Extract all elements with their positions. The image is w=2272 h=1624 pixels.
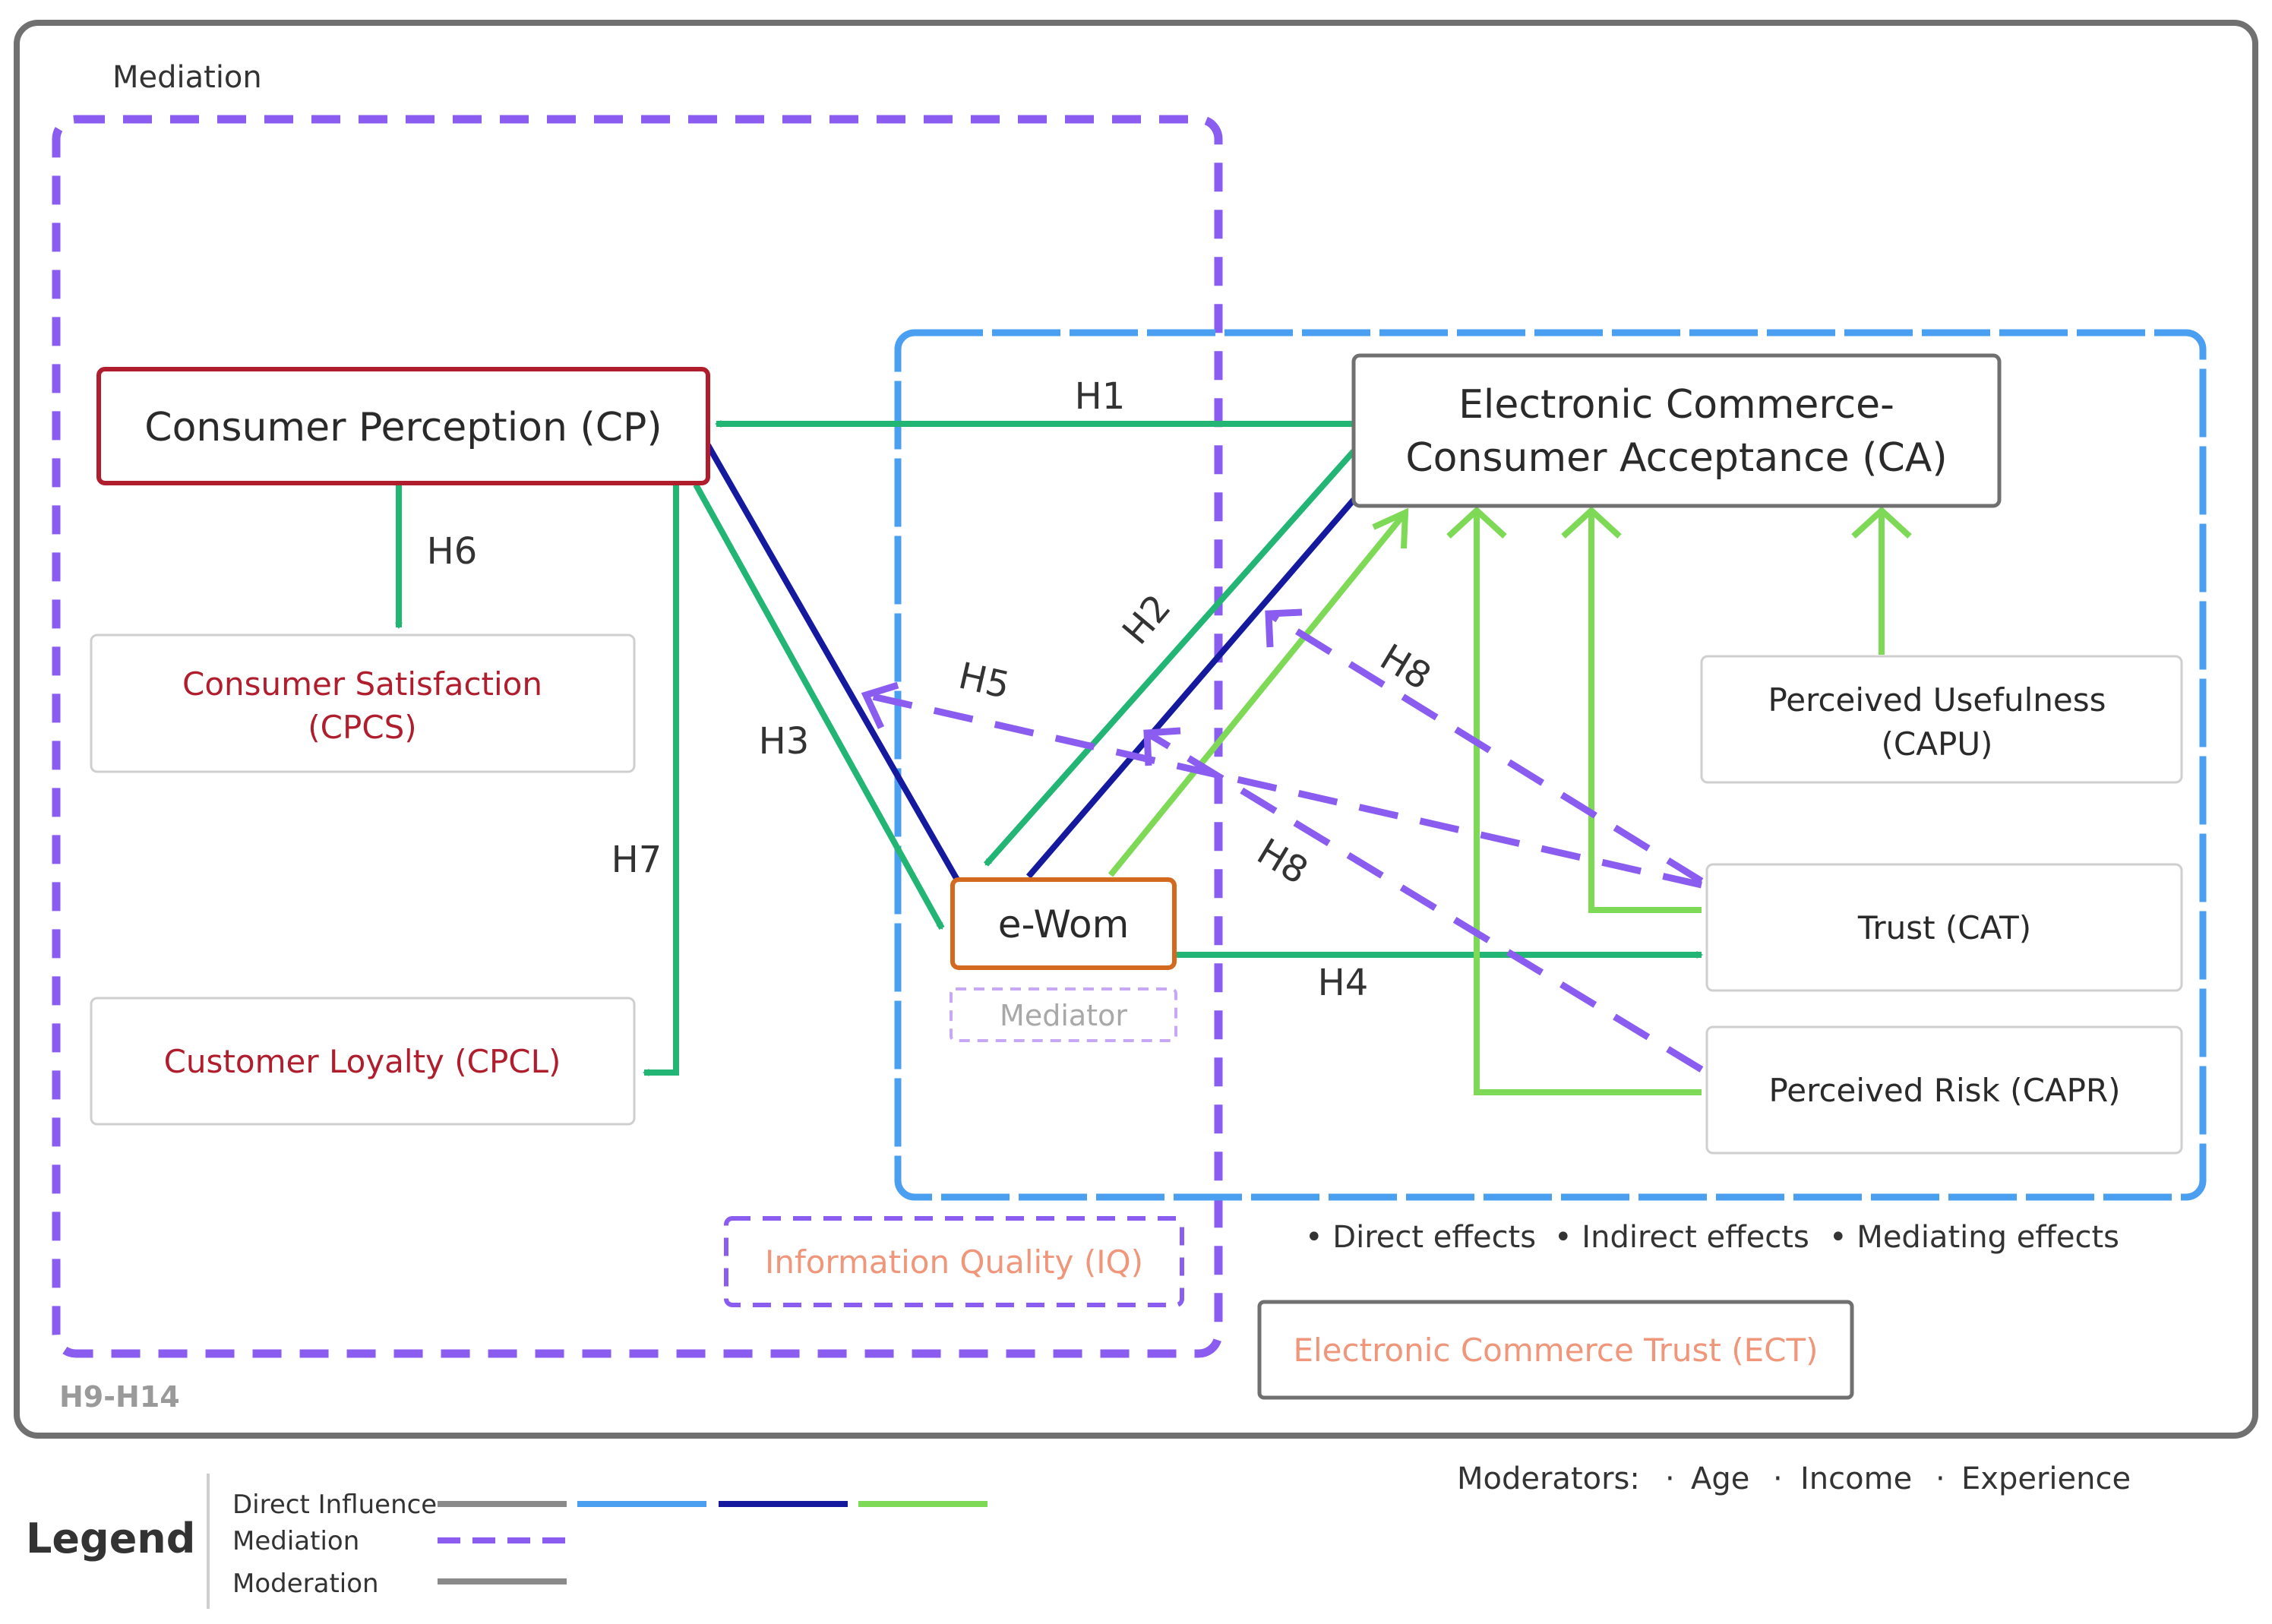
moderator-sep-2: · xyxy=(1773,1461,1783,1496)
moderator-income: Income xyxy=(1800,1461,1912,1496)
consumer-satisfaction-line1: Consumer Satisfaction xyxy=(182,665,542,703)
ect-label: Electronic Commerce Trust (ECT) xyxy=(1293,1332,1818,1369)
hypothesis-range-label: H9-H14 xyxy=(59,1380,180,1414)
information-quality-label: Information Quality (IQ) xyxy=(765,1243,1143,1281)
legend-moderation-label: Moderation xyxy=(232,1569,379,1599)
ewom-ca-arrowhead xyxy=(1372,507,1409,549)
capr-ca-arrow xyxy=(1474,511,1702,1095)
mediator-label: Mediator xyxy=(1000,999,1127,1032)
ect-box xyxy=(1257,1300,1854,1400)
moderators-label: Moderators: xyxy=(1457,1461,1640,1496)
customer-loyalty-label: Customer Loyalty (CPCL) xyxy=(164,1043,561,1080)
h1-label: H1 xyxy=(1075,375,1126,418)
mediation-region xyxy=(52,115,1223,1358)
consumer-satisfaction-line2: (CPCS) xyxy=(308,709,416,746)
consumer-acceptance-line1: Electronic Commerce- xyxy=(1458,382,1894,428)
perceived-usefulness-line1: Perceived Usefulness xyxy=(1768,681,2106,719)
information-quality-box xyxy=(724,1216,1184,1307)
perceived-risk-label: Perceived Risk (CAPR) xyxy=(1768,1072,2120,1109)
customer-loyalty-box xyxy=(90,997,636,1126)
mediation-title: Mediation xyxy=(112,60,262,95)
moderator-sep-1: · xyxy=(1665,1461,1675,1496)
h8-lower-mediation-line xyxy=(1145,730,1704,1073)
h6-label: H6 xyxy=(427,530,478,573)
h8-lower-label: H8 xyxy=(1250,830,1315,893)
cat-ca-arrow xyxy=(1588,511,1702,913)
h5-arrowhead xyxy=(861,681,899,729)
moderator-age: Age xyxy=(1691,1461,1749,1496)
h4-label: H4 xyxy=(1318,962,1369,1004)
capr-ca-arrowhead xyxy=(1446,506,1507,539)
moderator-sep-3: · xyxy=(1935,1461,1945,1496)
h2-arrow xyxy=(984,449,1356,867)
ewom-ca-navy-line xyxy=(1025,498,1357,879)
consumer-satisfaction-box xyxy=(90,633,636,773)
perceived-usefulness-line2: (CAPU) xyxy=(1882,725,1993,763)
perceived-usefulness-box xyxy=(1700,655,2183,784)
h3-label: H3 xyxy=(759,720,810,763)
legend-direct-label: Direct Influence xyxy=(232,1490,437,1520)
ewom-box xyxy=(950,877,1177,970)
capu-ca-arrowhead xyxy=(1851,506,1912,539)
h2-label: H2 xyxy=(1114,586,1180,652)
ect-region xyxy=(894,329,2207,1201)
legend-mediation-label: Mediation xyxy=(232,1526,359,1556)
h5-mediation-line xyxy=(865,691,1702,889)
consumer-acceptance-box xyxy=(1351,353,2002,508)
h8-upper-label: H8 xyxy=(1373,636,1438,698)
h7-label: H7 xyxy=(611,839,662,881)
h3-arrow xyxy=(693,483,945,930)
outer-frame xyxy=(14,20,2258,1439)
ewom-label: e-Wom xyxy=(998,902,1130,946)
mediator-badge xyxy=(950,987,1177,1042)
trust-label: Trust (CAT) xyxy=(1857,909,2031,946)
h8-lower-arrowhead xyxy=(1143,727,1181,766)
cat-ca-arrowhead xyxy=(1561,506,1622,539)
cp-ewom-navy-line xyxy=(705,444,960,881)
h8-upper-arrowhead xyxy=(1265,608,1303,648)
effect-mediating: • Mediating effects xyxy=(1829,1220,2119,1255)
h5-label: H5 xyxy=(955,655,1014,708)
effect-direct: • Direct effects xyxy=(1305,1220,1536,1255)
h8-upper-mediation-line xyxy=(1266,611,1704,884)
effect-indirect: • Indirect effects xyxy=(1554,1220,1809,1255)
trust-box xyxy=(1705,863,2183,992)
moderator-experience: Experience xyxy=(1961,1461,2131,1496)
consumer-acceptance-line2: Consumer Acceptance (CA) xyxy=(1405,435,1947,481)
h7-arrow xyxy=(643,485,679,1076)
perceived-risk-box xyxy=(1705,1025,2183,1155)
consumer-perception-box xyxy=(96,367,710,485)
legend-title: Legend xyxy=(26,1515,195,1562)
ewom-ca-lightgreen-arrow xyxy=(1108,510,1408,877)
consumer-perception-label: Consumer Perception (CP) xyxy=(144,405,662,450)
